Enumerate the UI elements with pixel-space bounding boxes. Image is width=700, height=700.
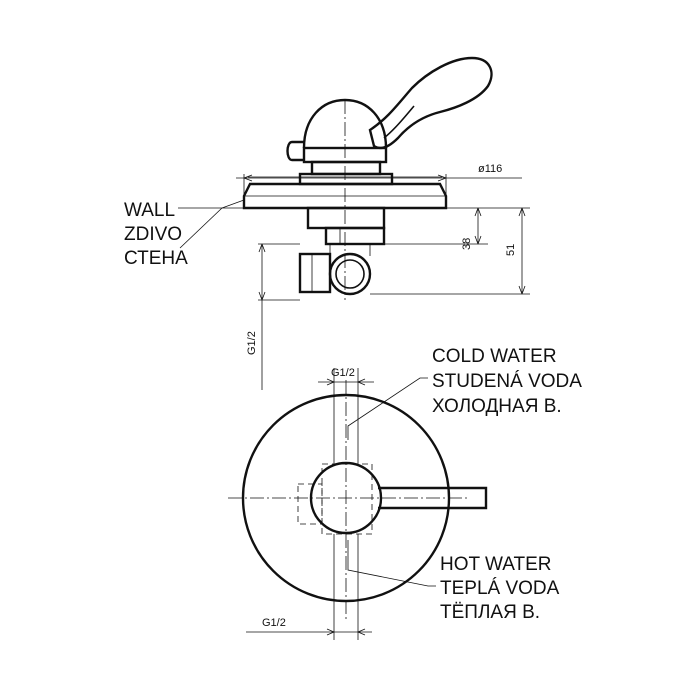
stem-collar-lower xyxy=(298,172,394,186)
side-connection xyxy=(298,252,332,294)
hot-label-ru: ТЁПЛАЯ В. xyxy=(440,602,540,623)
wall-label-cz: ZDIVO xyxy=(124,224,182,245)
cold-label-cz: STUDENÁ VODA xyxy=(432,371,582,392)
hot-label-cz: TEPLÁ VODA xyxy=(440,578,560,599)
front-view: G1/2 G1/2 COLD WATER STUDENÁ VODA ХОЛОДН… xyxy=(228,346,582,640)
hidden-body xyxy=(321,463,373,535)
side-cap xyxy=(286,140,304,162)
side-view: G1/2 ø116 38 51 WALL ZDIVO СТЕНА xyxy=(124,56,530,390)
stem-collar-upper xyxy=(310,160,382,176)
dim-diameter: ø116 xyxy=(478,163,502,175)
lever-front xyxy=(378,486,488,510)
cold-label-ru: ХОЛОДНАЯ В. xyxy=(432,396,562,417)
lever-handle xyxy=(368,56,493,150)
dim-g12-top: G1/2 xyxy=(331,367,355,379)
wall-label-en: WALL xyxy=(124,200,175,221)
outlet-pipe xyxy=(328,252,372,296)
cold-label-en: COLD WATER xyxy=(432,346,557,367)
hot-label-en: HOT WATER xyxy=(440,554,552,575)
hot-leader xyxy=(347,540,436,587)
wall-label-ru: СТЕНА xyxy=(124,248,188,269)
lever-handle-detail xyxy=(383,105,415,139)
valve-body xyxy=(306,206,386,230)
cold-leader xyxy=(347,377,428,440)
dim-38: 38 xyxy=(461,238,473,250)
valve-body-lower xyxy=(324,226,386,246)
dim-g12-vertical: G1/2 xyxy=(246,331,258,355)
dim-51: 51 xyxy=(505,244,517,256)
dim-g12-bottom: G1/2 xyxy=(262,617,286,629)
